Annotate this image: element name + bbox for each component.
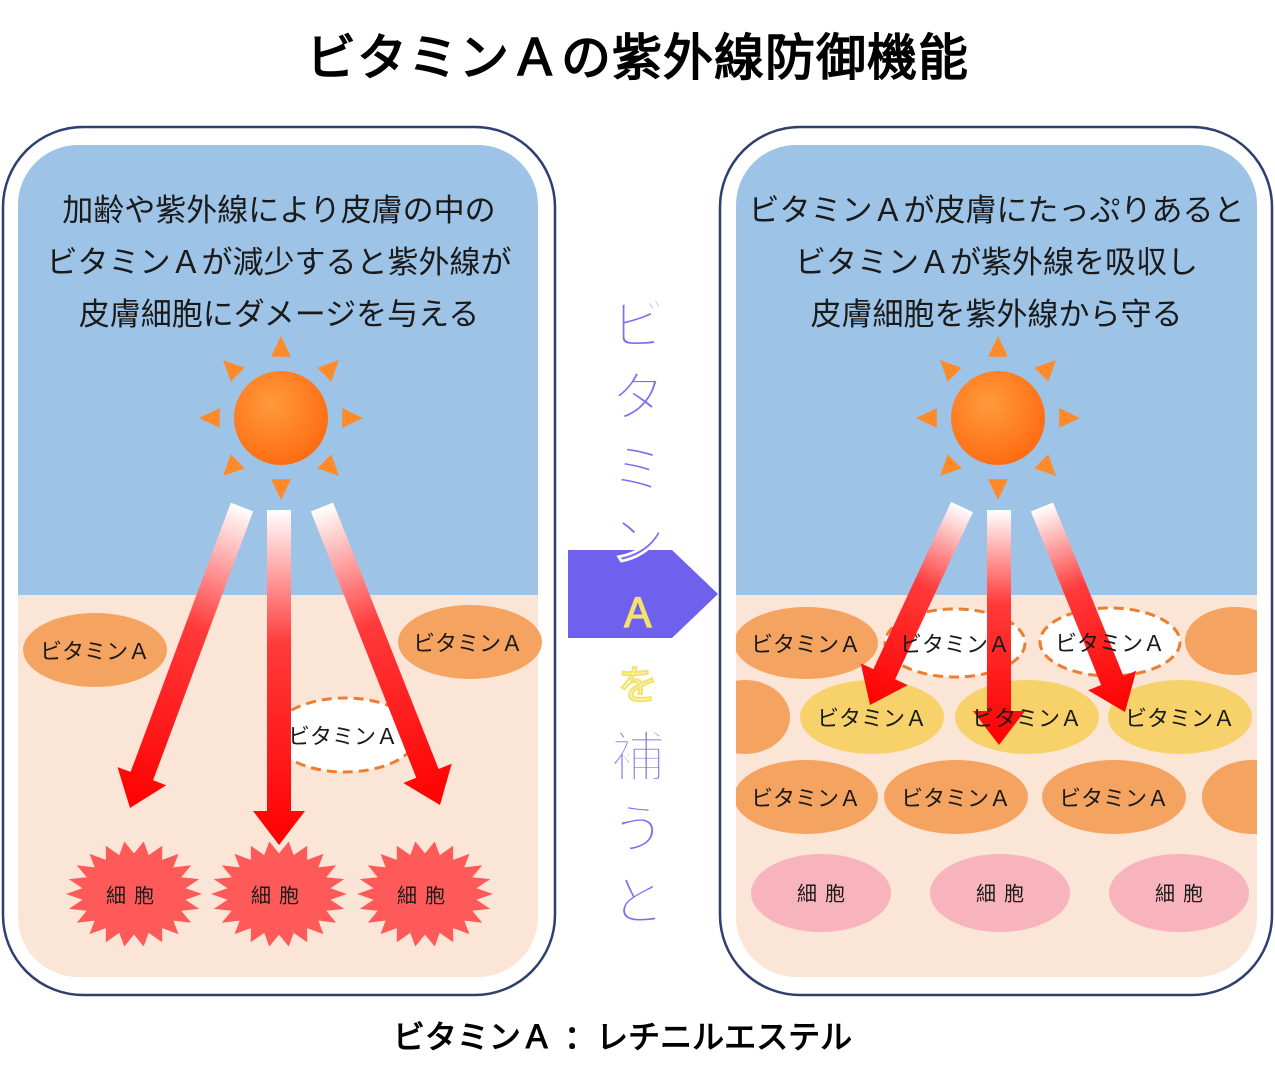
- vertical-char: タ: [611, 366, 666, 430]
- damaged-cell: [66, 841, 202, 947]
- vitamin-a-label: ビタミンＡ: [287, 725, 399, 750]
- vertical-char: ビ: [611, 294, 666, 358]
- vitamin-a-label: ビタミンＡ: [1058, 787, 1170, 812]
- supplement-vitamin-a-text: ビ タ ミ ン Ａ を 補 う と: [606, 290, 670, 938]
- vitamin-a-label: ビタミンＡ: [816, 707, 928, 732]
- sun-ray: [988, 336, 1008, 357]
- vertical-char: ミ: [611, 438, 666, 502]
- uv-ray-arrow: [860, 501, 973, 705]
- sun-icon-right: [916, 336, 1080, 500]
- vitamin-a-blob: [1185, 607, 1257, 675]
- vitamin-a-blob: [1042, 760, 1186, 834]
- cell-label: 細胞: [797, 881, 853, 906]
- skin-cell-protected: [1109, 854, 1249, 932]
- sun-ray: [1059, 408, 1080, 428]
- vitamin-a-blob: [736, 607, 878, 679]
- vitamin-a-blob: [23, 613, 167, 687]
- right-panel-description: ビタミンＡが皮膚にたっぷりあると ビタミンＡが紫外線を吸収し 皮膚細胞を紫外線か…: [736, 185, 1257, 341]
- cell-label: 細胞: [1155, 881, 1211, 906]
- sun-ray: [317, 360, 339, 382]
- cell-label: 細胞: [397, 883, 453, 908]
- uv-ray-arrow: [310, 502, 452, 805]
- vitamin-a-label: ビタミンＡ: [900, 787, 1012, 812]
- damaged-cell: [357, 841, 493, 947]
- uv-arrows: [117, 501, 1137, 845]
- left-line-2: ビタミンＡが減少すると紫外線が: [46, 245, 512, 281]
- vertical-char: と: [611, 870, 666, 934]
- vitamin-a-label: ビタミンＡ: [750, 633, 862, 658]
- vertical-char: Ａ: [618, 591, 658, 637]
- sun-ray: [988, 479, 1008, 500]
- right-line-1: ビタミンＡが皮膚にたっぷりあると: [748, 193, 1245, 229]
- vitamin-a-label: ビタミンＡ: [1124, 707, 1236, 732]
- vitamin-a-label: ビタミンＡ: [39, 640, 151, 665]
- sun-icon-left: [199, 336, 363, 500]
- skin-cell-protected: [751, 854, 891, 932]
- left-panel-description: 加齢や紫外線により皮膚の中の ビタミンＡが減少すると紫外線が 皮膚細胞にダメージ…: [20, 185, 538, 341]
- page-title: ビタミンＡの紫外線防御機能: [306, 29, 969, 87]
- sun-ray: [199, 408, 220, 428]
- vitamin-a-absorbing-blob: [800, 680, 944, 754]
- vitamin-a-blob: [884, 760, 1028, 834]
- sun-ray: [223, 360, 245, 382]
- vitamin-a-label: ビタミンＡ: [750, 787, 862, 812]
- sun-ray: [1034, 360, 1056, 382]
- transition-arrow: [568, 550, 718, 638]
- vitamin-a-label: ビタミンＡ: [1054, 632, 1166, 657]
- uv-ray-arrow: [117, 502, 254, 808]
- sun-ray: [940, 454, 962, 476]
- vitamin-a-label: ビタミンＡ: [971, 707, 1083, 732]
- vitamin-a-label: ビタミンＡ: [412, 632, 524, 657]
- cell-label: 細胞: [976, 881, 1032, 906]
- sun-ray: [271, 479, 291, 500]
- vitamin-a-blob: [736, 680, 790, 754]
- uv-ray-arrow: [1030, 502, 1137, 712]
- footer-caption: ビタミンＡ ：レチニルエステル: [392, 1018, 853, 1056]
- vitamin-a-blob: [1202, 760, 1257, 834]
- sun-ray: [317, 454, 339, 476]
- sun-ray: [916, 408, 937, 428]
- right-line-3: 皮膚細胞を紫外線から守る: [810, 297, 1183, 333]
- damaged-cell: [211, 841, 347, 947]
- vitamin-a-absorbing-blob: [1108, 680, 1252, 754]
- vitamin-a-blob: [398, 605, 542, 679]
- uv-ray-arrow: [253, 510, 305, 845]
- vertical-char: ン: [611, 510, 666, 574]
- vitamin-a-blob: [736, 760, 878, 834]
- cell-label: 細胞: [106, 883, 162, 908]
- right-line-2: ビタミンＡが紫外線を吸収し: [795, 245, 1198, 281]
- cell-label: 細胞: [251, 883, 307, 908]
- vertical-char: 補: [611, 726, 666, 790]
- vertical-char: う: [611, 798, 666, 862]
- damaged-cells: [66, 841, 493, 947]
- skin-cell-protected: [930, 854, 1070, 932]
- vertical-char: を: [618, 663, 659, 710]
- sun-ray: [271, 336, 291, 357]
- sun-ray: [223, 454, 245, 476]
- vitamin-a-label: ビタミンＡ: [899, 633, 1011, 658]
- left-line-1: 加齢や紫外線により皮膚の中の: [62, 193, 496, 229]
- left-line-3: 皮膚細胞にダメージを与える: [78, 297, 480, 333]
- sun-ray: [940, 360, 962, 382]
- uv-ray-arrow: [973, 510, 1025, 745]
- sun-ray: [1034, 454, 1056, 476]
- sun-ray: [342, 408, 363, 428]
